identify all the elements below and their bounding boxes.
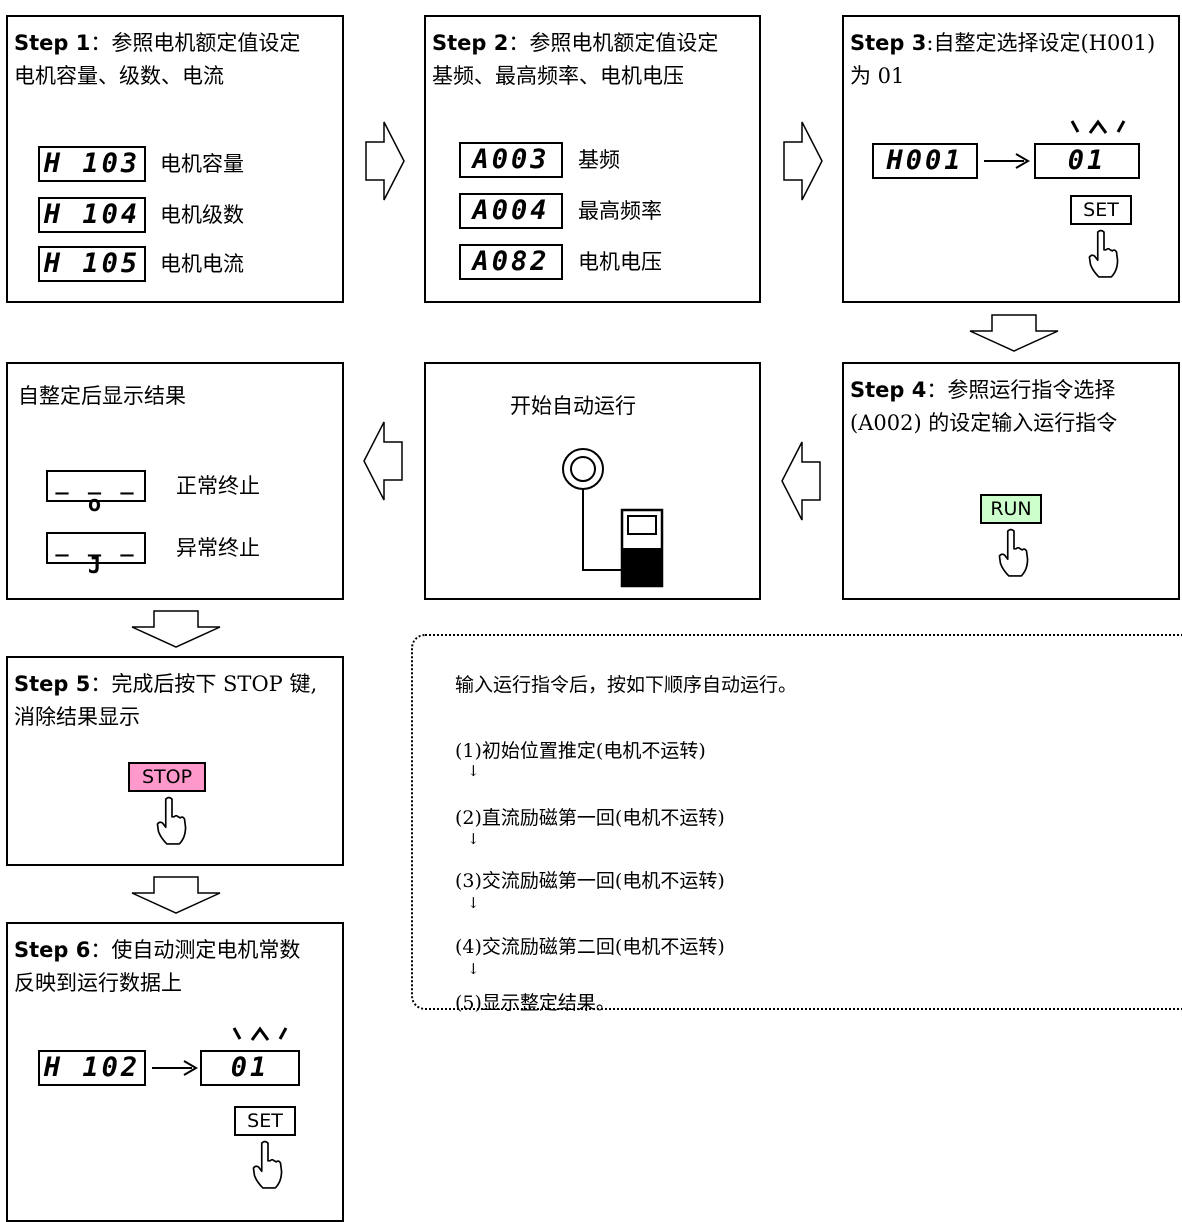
step1-header: Step 1：参照电机额定值设定 电机容量、级数、电流: [14, 27, 336, 93]
sequence-panel: 输入运行指令后，按如下顺序自动运行。 (1)初始位置推定(电机不运转) ↓ (2…: [411, 634, 1182, 1014]
motor-inverter-icon: [562, 448, 664, 588]
sequence-down-arrow: ↓: [467, 960, 480, 978]
display-label-motor-poles: 电机级数: [160, 203, 244, 227]
set-key[interactable]: SET: [234, 1106, 296, 1136]
step3-box: Step 3:自整定选择设定(H001) 为 01 H001 01 SET: [842, 15, 1180, 303]
auto-run-box: 开始自动运行: [424, 362, 761, 600]
display-label-motor-current: 电机电流: [160, 252, 244, 276]
sequence-down-arrow: ↓: [467, 830, 480, 848]
display-a004: A004: [459, 193, 563, 229]
blink-indicator-icon: [230, 1026, 290, 1042]
step5-desc-line2: 消除结果显示: [14, 705, 140, 729]
step2-box: Step 2：参照电机额定值设定 基频、最高频率、电机电压 A003 基频 A0…: [424, 15, 761, 303]
step3-step-label: Step 3: [850, 31, 927, 55]
display-h105: H 105: [38, 246, 146, 282]
result-box: 自整定后显示结果 _ _ _ o 正常终止 _ _ _ J 异常终止: [6, 362, 344, 600]
hand-pointer-icon: [156, 796, 188, 846]
step4-box: Step 4：参照运行指令选择 (A002) 的设定输入运行指令 RUN: [842, 362, 1180, 600]
step2-desc-line1: ：参照电机额定值设定: [508, 31, 719, 55]
step4-desc-line1: ：参照运行指令选择: [926, 378, 1116, 402]
sequence-item-2: (2)直流励磁第一回(电机不运转): [455, 807, 725, 829]
step3-header: Step 3:自整定选择设定(H001) 为 01: [850, 27, 1172, 93]
display-h104: H 104: [38, 197, 146, 233]
step2-step-label: Step 2: [432, 31, 509, 55]
step6-desc-line2: 反映到运行数据上: [14, 971, 182, 995]
display-label-max-frequency: 最高频率: [578, 199, 662, 223]
flow-arrow-left-1: [781, 441, 821, 521]
display-value-01: 01: [200, 1050, 300, 1086]
blink-indicator-icon: [1068, 119, 1128, 135]
sequence-item-1: (1)初始位置推定(电机不运转): [455, 740, 706, 762]
step6-desc-line1: ：使自动测定电机常数: [90, 938, 301, 962]
display-label-motor-voltage: 电机电压: [578, 250, 662, 274]
flow-arrow-down-2: [131, 610, 221, 648]
step2-desc-line2: 基频、最高频率、电机电压: [432, 64, 684, 88]
step5-step-label: Step 5: [14, 672, 91, 696]
display-value-01: 01: [1034, 143, 1140, 179]
display-normal-end: _ _ _ o: [46, 470, 146, 516]
flow-arrow-left-2: [363, 421, 403, 501]
step1-step-label: Step 1: [14, 31, 91, 55]
step3-desc-line2: 为 01: [850, 64, 905, 88]
step6-box: Step 6：使自动测定电机常数 反映到运行数据上 H 102 01 SET: [6, 922, 344, 1222]
step4-header: Step 4：参照运行指令选择 (A002) 的设定输入运行指令: [850, 374, 1172, 440]
hand-pointer-icon: [998, 528, 1030, 578]
sequence-item-3: (3)交流励磁第一回(电机不运转): [455, 870, 725, 892]
right-arrow-icon: [984, 153, 1030, 169]
right-arrow-icon: [152, 1060, 198, 1076]
sequence-item-4: (4)交流励磁第二回(电机不运转): [455, 936, 725, 958]
hand-pointer-icon: [1088, 229, 1120, 279]
flow-arrow-down-3: [131, 876, 221, 914]
step1-desc-line1: ：参照电机额定值设定: [90, 31, 301, 55]
step2-header: Step 2：参照电机额定值设定 基频、最高频率、电机电压: [432, 27, 753, 93]
flow-arrow-down-1: [969, 314, 1059, 352]
step3-desc-line1: :自整定选择设定(H001): [926, 31, 1156, 55]
step4-desc-line2: (A002) 的设定输入运行指令: [850, 411, 1118, 435]
step4-step-label: Step 4: [850, 378, 927, 402]
flow-arrow-right-1: [365, 121, 405, 201]
display-a003: A003: [459, 142, 563, 178]
step1-desc-line2: 电机容量、级数、电流: [14, 64, 224, 88]
display-label-normal-end: 正常终止: [176, 474, 260, 498]
step5-header: Step 5：完成后按下 STOP 键, 消除结果显示: [14, 668, 336, 734]
step5-box: Step 5：完成后按下 STOP 键, 消除结果显示 STOP: [6, 656, 344, 866]
step5-desc-line1: ：完成后按下 STOP 键,: [90, 672, 318, 696]
display-a082: A082: [459, 244, 563, 280]
display-label-abnormal-end: 异常终止: [176, 536, 260, 560]
sequence-down-arrow: ↓: [467, 894, 480, 912]
step6-step-label: Step 6: [14, 938, 91, 962]
display-h103: H 103: [38, 146, 146, 182]
display-h001: H001: [872, 143, 978, 179]
run-key[interactable]: RUN: [980, 494, 1042, 524]
result-title: 自整定后显示结果: [18, 384, 186, 408]
display-label-motor-capacity: 电机容量: [160, 152, 244, 176]
hand-pointer-icon: [252, 1140, 284, 1190]
auto-run-title: 开始自动运行: [510, 394, 636, 418]
stop-key[interactable]: STOP: [128, 762, 206, 792]
sequence-intro: 输入运行指令后，按如下顺序自动运行。: [455, 674, 798, 696]
sequence-down-arrow: ↓: [467, 762, 480, 780]
display-label-base-frequency: 基频: [578, 148, 620, 172]
set-key[interactable]: SET: [1070, 195, 1132, 225]
sequence-item-5: (5)显示整定结果。: [455, 992, 615, 1014]
display-abnormal-end: _ _ _ J: [46, 532, 146, 578]
step6-header: Step 6：使自动测定电机常数 反映到运行数据上: [14, 934, 336, 1000]
step1-box: Step 1：参照电机额定值设定 电机容量、级数、电流 H 103 电机容量 H…: [6, 15, 344, 303]
display-h102: H 102: [38, 1050, 146, 1086]
flow-arrow-right-2: [783, 121, 823, 201]
